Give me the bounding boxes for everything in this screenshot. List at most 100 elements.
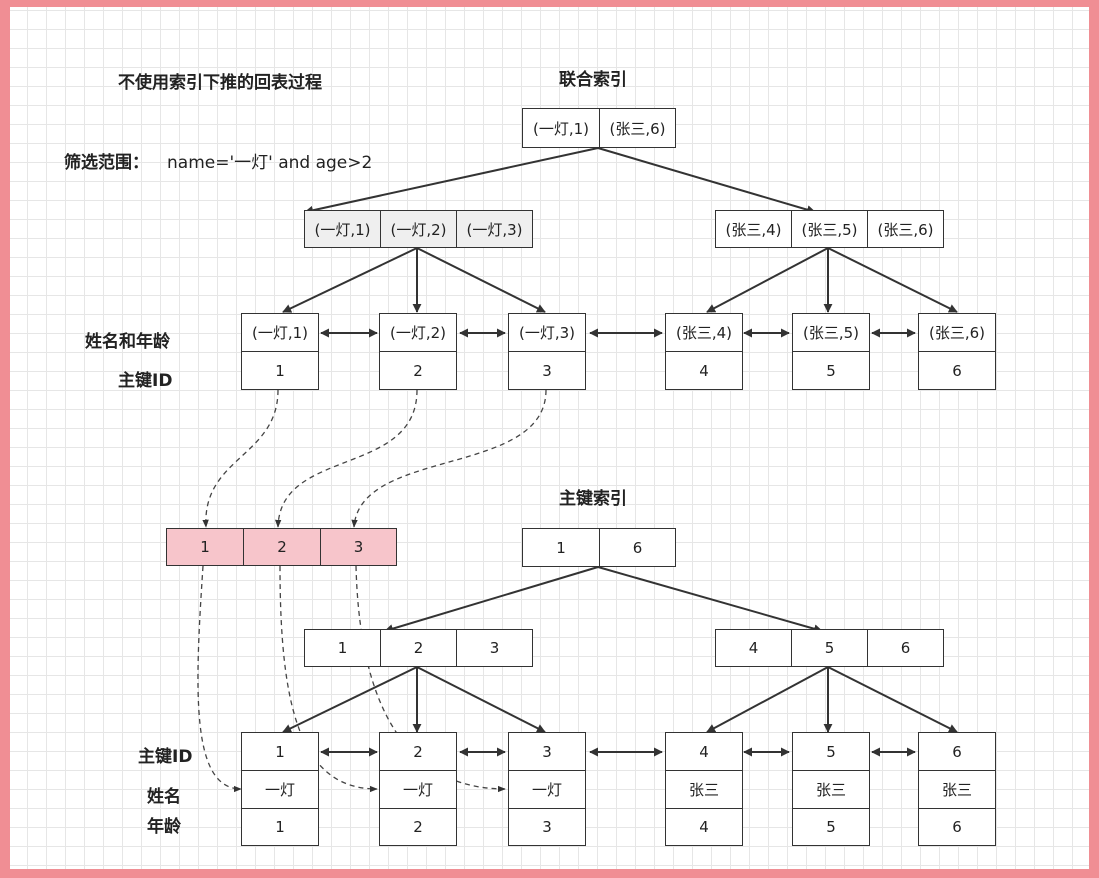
composite-leaf-node: (张三,6) 6 [918, 313, 996, 390]
primary-internal-key: 4 [715, 629, 792, 667]
pk-edge-root-left [384, 566, 599, 633]
composite-leaf-node: (一灯,2) 2 [379, 313, 457, 390]
pk-edge-left-leaf1 [282, 666, 418, 733]
primary-leaf-age: 1 [241, 808, 319, 846]
composite-internal-key: (一灯,1) [304, 210, 381, 248]
primary-internal-key: 6 [867, 629, 944, 667]
lookup-dashed-lines [197, 389, 547, 793]
edge-root-right [597, 147, 816, 215]
composite-internal-right-node: (张三,4) (张三,5) (张三,6) [715, 210, 944, 248]
primary-leaf-name: 一灯 [241, 770, 319, 809]
edge-right-leaf4 [706, 247, 829, 313]
primary-leaf-name: 一灯 [379, 770, 457, 809]
primary-leaf-node: 5 张三 5 [792, 732, 870, 846]
pk-edge-root-right [597, 566, 823, 634]
connector-layer [197, 147, 958, 793]
primary-leaf-name: 张三 [792, 770, 870, 809]
primary-leaf-id: 5 [792, 732, 870, 771]
composite-leaf-node: (一灯,3) 3 [508, 313, 586, 390]
composite-leaf-key: (张三,5) [792, 313, 870, 352]
composite-leaf-id: 4 [665, 351, 743, 390]
composite-leaf-key: (一灯,2) [379, 313, 457, 352]
filter-expression: name='一灯' and age>2 [167, 153, 373, 173]
primary-root-key: 6 [599, 528, 676, 567]
tree-edges-primary [282, 566, 958, 757]
edge-root-left [304, 147, 599, 215]
edge-left-leaf3 [416, 247, 546, 313]
pk-edge-right-leaf6 [827, 666, 958, 733]
primary-leaf-node: 3 一灯 3 [508, 732, 586, 846]
dash-leaf2-to-sel2 [274, 389, 418, 528]
diagram-title: 不使用索引下推的回表过程 [118, 73, 322, 93]
primary-leaf-age: 3 [508, 808, 586, 846]
selected-ids-node: 1 2 3 [166, 528, 397, 566]
composite-leaf-node: (张三,4) 4 [665, 313, 743, 390]
primary-leaf-age: 5 [792, 808, 870, 846]
primary-root-node: 1 6 [522, 528, 676, 567]
primary-row-label-age: 年龄 [147, 817, 181, 837]
primary-leaf-age: 2 [379, 808, 457, 846]
composite-internal-key: (一灯,2) [380, 210, 457, 248]
primary-leaf-id: 4 [665, 732, 743, 771]
composite-leaf-key: (张三,6) [918, 313, 996, 352]
primary-leaf-node: 2 一灯 2 [379, 732, 457, 846]
primary-internal-key: 5 [791, 629, 868, 667]
primary-internal-key: 2 [380, 629, 457, 667]
selected-id: 2 [243, 528, 321, 566]
composite-row-label-id: 主键ID [118, 371, 173, 391]
composite-internal-key: (张三,5) [791, 210, 868, 248]
primary-internal-key: 3 [456, 629, 533, 667]
composite-leaf-key: (一灯,3) [508, 313, 586, 352]
primary-index-title: 主键索引 [559, 489, 627, 509]
composite-leaf-id: 2 [379, 351, 457, 390]
dash-leaf1-to-sel1 [202, 389, 279, 528]
primary-leaf-name: 张三 [918, 770, 996, 809]
selected-id: 1 [166, 528, 244, 566]
primary-leaf-age: 4 [665, 808, 743, 846]
composite-index-title: 联合索引 [559, 70, 627, 90]
composite-leaf-id: 1 [241, 351, 319, 390]
primary-internal-left-node: 1 2 3 [304, 629, 533, 667]
dash-leaf3-to-sel3 [351, 389, 547, 528]
primary-row-label-name: 姓名 [147, 787, 181, 807]
primary-leaf-node: 1 一灯 1 [241, 732, 319, 846]
composite-root-key: (一灯,1) [522, 108, 600, 148]
filter-label: 筛选范围： [64, 153, 149, 173]
dash-sel2-to-row2 [279, 565, 378, 793]
composite-leaf-node: (一灯,1) 1 [241, 313, 319, 390]
dash-sel3-to-row3 [355, 565, 506, 793]
primary-internal-key: 1 [304, 629, 381, 667]
diagram-canvas: 不使用索引下推的回表过程 筛选范围： name='一灯' and age>2 联… [10, 7, 1089, 869]
edge-right-leaf6 [827, 247, 958, 313]
primary-leaf-node: 4 张三 4 [665, 732, 743, 846]
primary-leaf-id: 3 [508, 732, 586, 771]
composite-internal-left-node: (一灯,1) (一灯,2) (一灯,3) [304, 210, 533, 248]
pk-edge-left-leaf3 [416, 666, 546, 733]
primary-row-label-id: 主键ID [138, 747, 193, 767]
selected-id: 3 [320, 528, 397, 566]
primary-leaf-name: 一灯 [508, 770, 586, 809]
primary-leaf-id: 6 [918, 732, 996, 771]
primary-root-key: 1 [522, 528, 600, 567]
composite-leaf-id: 6 [918, 351, 996, 390]
composite-internal-key: (一灯,3) [456, 210, 533, 248]
primary-leaf-age: 6 [918, 808, 996, 846]
pk-edge-right-leaf4 [706, 666, 829, 733]
primary-leaf-id: 2 [379, 732, 457, 771]
edge-left-leaf1 [282, 247, 418, 313]
composite-leaf-key: (一灯,1) [241, 313, 319, 352]
primary-leaf-id: 1 [241, 732, 319, 771]
composite-row-label-name-age: 姓名和年龄 [85, 332, 170, 352]
composite-internal-key: (张三,6) [867, 210, 944, 248]
primary-leaf-node: 6 张三 6 [918, 732, 996, 846]
composite-internal-key: (张三,4) [715, 210, 792, 248]
composite-leaf-node: (张三,5) 5 [792, 313, 870, 390]
tree-edges-composite [282, 147, 958, 338]
composite-leaf-id: 5 [792, 351, 870, 390]
composite-leaf-id: 3 [508, 351, 586, 390]
composite-root-key: (张三,6) [599, 108, 676, 148]
dash-sel1-to-row1 [197, 565, 242, 793]
primary-leaf-name: 张三 [665, 770, 743, 809]
composite-root-node: (一灯,1) (张三,6) [522, 108, 676, 148]
composite-leaf-key: (张三,4) [665, 313, 743, 352]
